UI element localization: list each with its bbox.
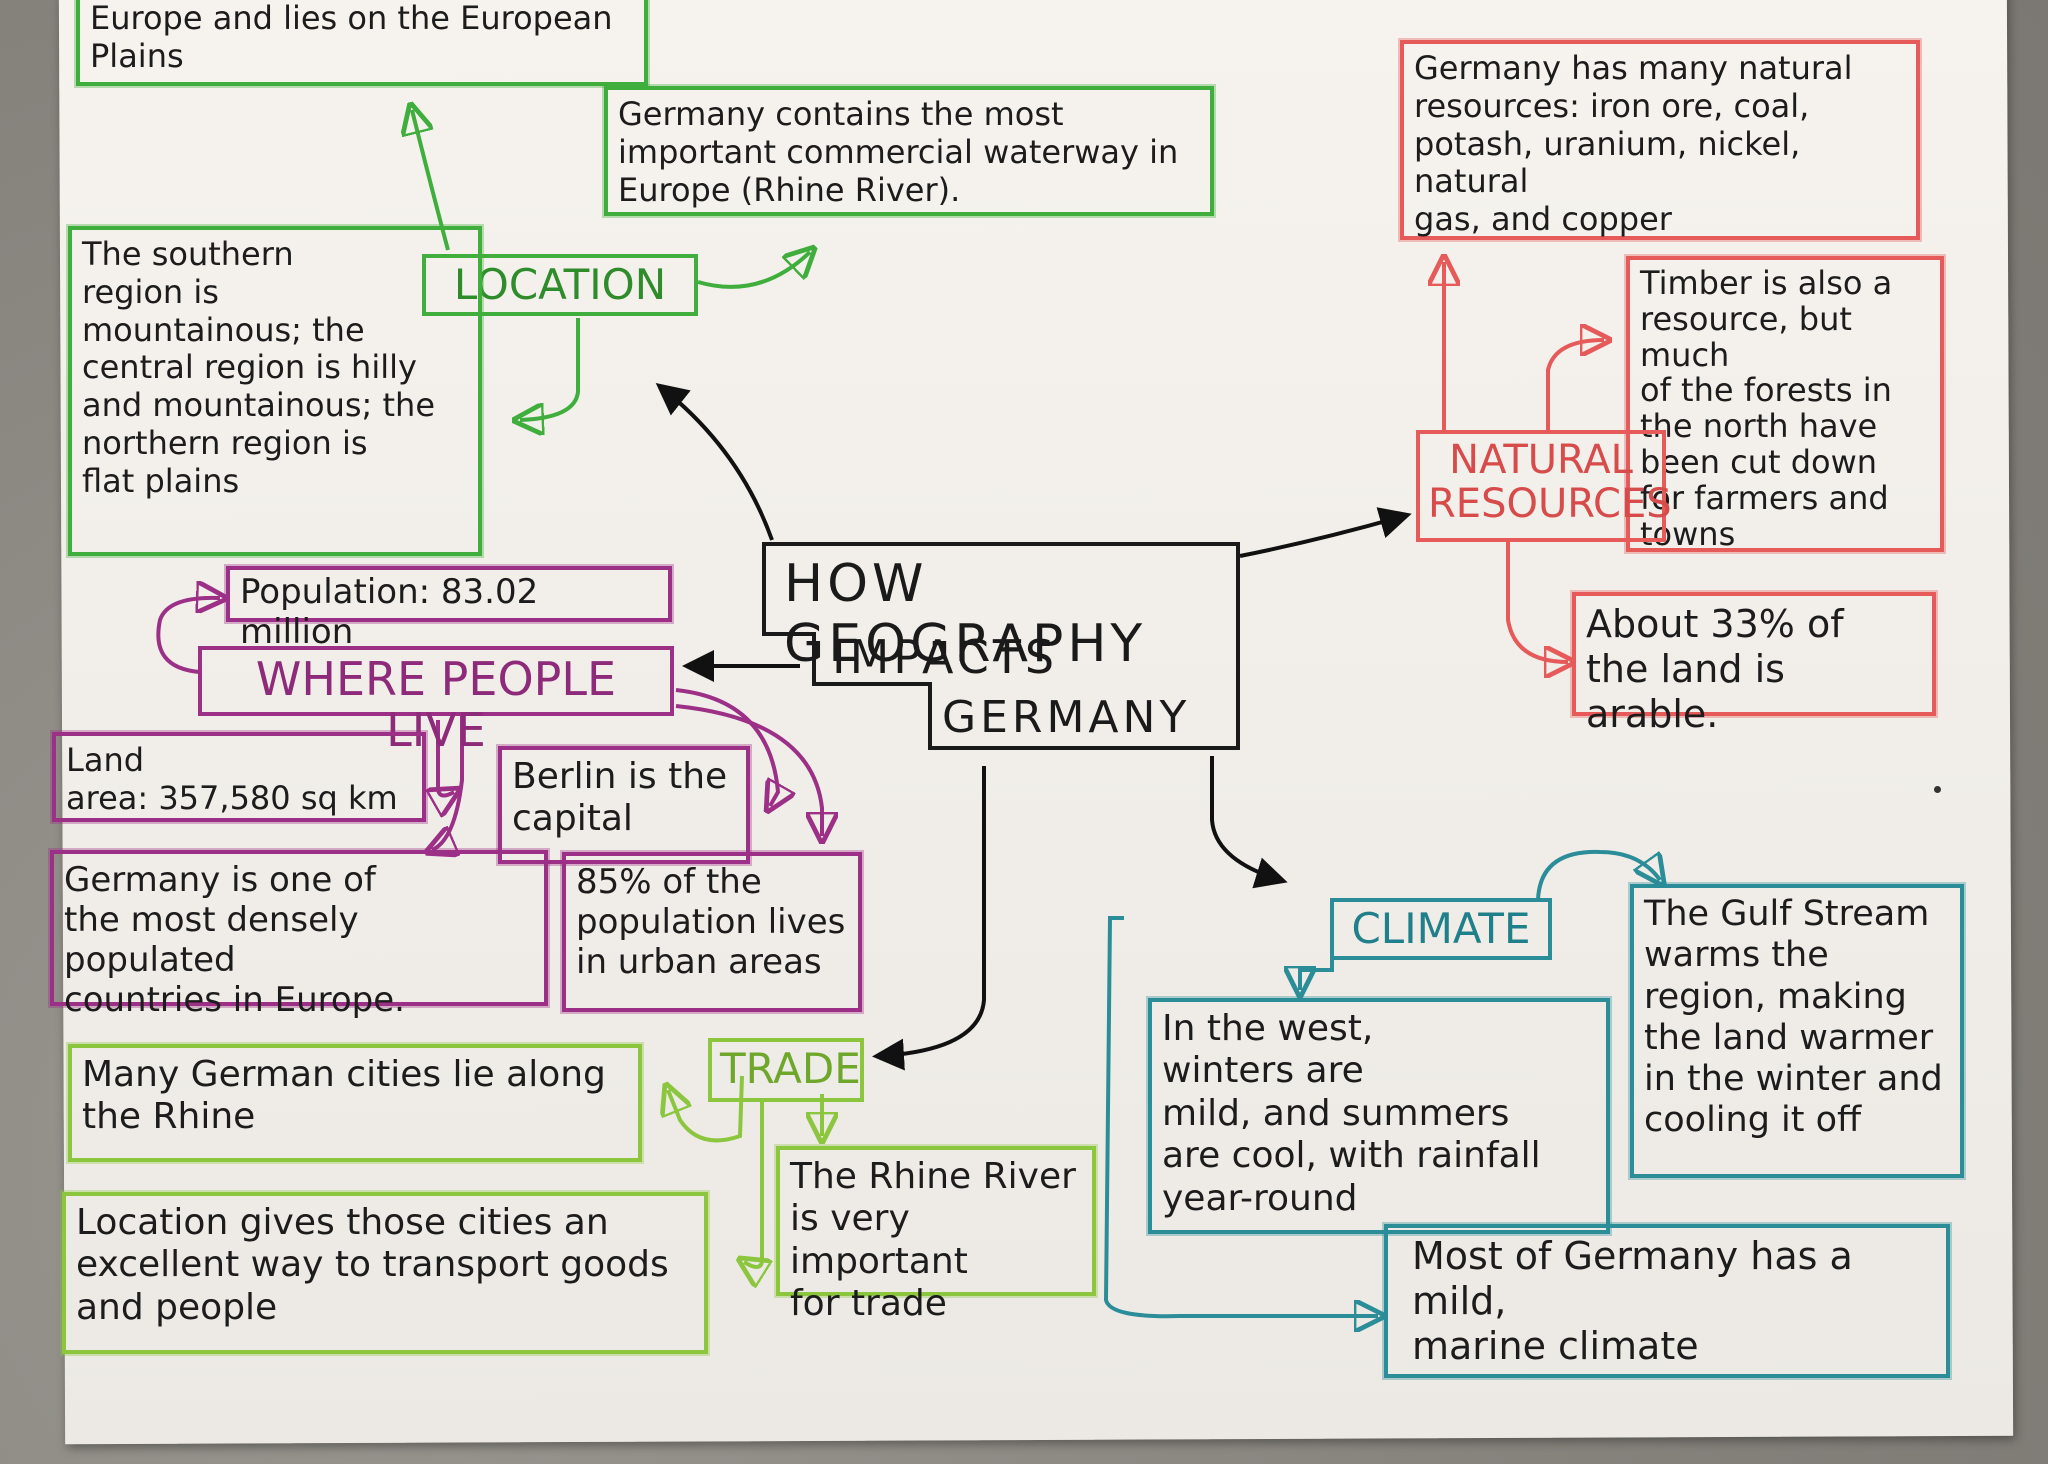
resources-note-timber: Timber is also a resource, but much of t…	[1626, 256, 1944, 552]
center-to-resources-arrow	[1239, 507, 1412, 558]
location-note-regions: The southern region is mountainous; the …	[68, 226, 482, 556]
climate-label: CLIMATE	[1330, 898, 1552, 960]
people-note-land-area: Land area: 357,580 sq km	[52, 732, 426, 822]
natural-resources-label: NATURAL RESOURCES	[1416, 430, 1672, 542]
trade-note-transport: Location gives those cities an excellent…	[62, 1192, 708, 1354]
location-label: LOCATION	[422, 254, 698, 316]
people-note-capital: Berlin is the capital	[498, 746, 750, 864]
center-to-climate-arrow	[1210, 756, 1288, 889]
location-note-europe-plains: Europe and lies on the European Plains	[76, 0, 648, 86]
trade-note-rhine: The Rhine River is very important for tr…	[776, 1146, 1096, 1324]
resources-note-arable: About 33% of the land is arable.	[1572, 592, 1936, 736]
central-node: HOW GEOGRAPHY IMPACTS GERMANY	[762, 542, 1242, 752]
center-to-trade-arrow	[872, 766, 986, 1071]
pencil-dot	[1934, 786, 1941, 793]
climate-note-west: In the west, winters are mild, and summe…	[1148, 998, 1610, 1234]
trade-note-cities: Many German cities lie along the Rhine	[68, 1044, 642, 1162]
climate-note-marine: Most of Germany has a mild, marine clima…	[1384, 1224, 1950, 1378]
people-note-density: Germany is one of the most densely popul…	[50, 850, 548, 1020]
center-to-location-arrow	[655, 383, 774, 541]
central-title-line3: GERMANY	[942, 692, 1191, 743]
central-frame	[762, 542, 1240, 750]
people-note-population: Population: 83.02 million	[226, 566, 672, 652]
where-people-live-label: WHERE PEOPLE LIVE	[198, 646, 674, 755]
resources-note-list: Germany has many natural resources: iron…	[1400, 40, 1920, 240]
central-title-line1: HOW GEOGRAPHY	[784, 554, 1147, 674]
climate-note-gulf: The Gulf Stream warms the region, making…	[1630, 884, 1964, 1178]
central-title-line2: IMPACTS	[832, 630, 1059, 684]
trade-label: TRADE	[708, 1038, 864, 1102]
location-note-waterway: Germany contains the most important comm…	[604, 86, 1214, 216]
people-note-urban: 85% of the population lives in urban are…	[562, 852, 862, 1012]
